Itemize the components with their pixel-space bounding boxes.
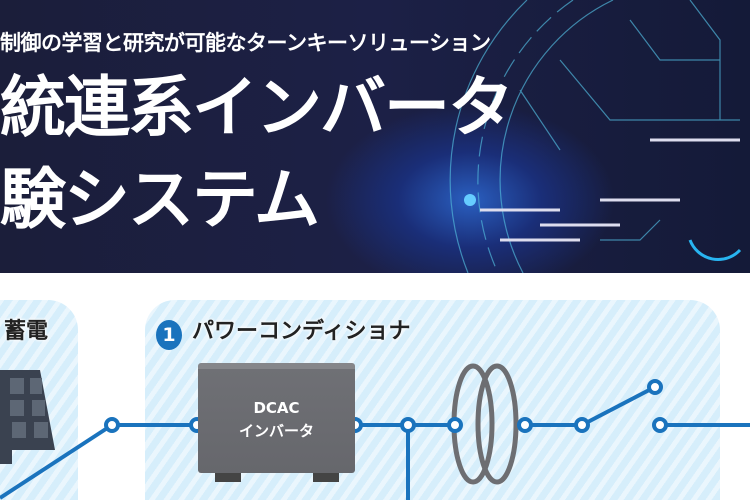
header-title-line2: 験システム — [0, 161, 320, 238]
power-conditioner-title: パワーコンディショナ — [192, 319, 411, 344]
header-subtitle: 制御の学習と研究が可能なターンキーソリューション — [0, 31, 491, 55]
inverter-label-line1: DCAC — [253, 399, 300, 417]
inverter-label-line2: インバータ — [238, 422, 314, 440]
inverter-foot — [215, 473, 241, 482]
storage-title: 蓄電 — [4, 319, 49, 344]
solar-panel-icon — [0, 370, 55, 464]
header-title-line1: 統連系インバータ — [0, 69, 514, 146]
circuit-decoration — [449, 0, 742, 273]
transformer-coil-icon — [451, 363, 519, 485]
step-number-badge: 1 — [156, 320, 182, 350]
dcac-inverter-device: DCAC インバータ — [198, 363, 355, 473]
inverter-foot — [313, 473, 339, 482]
terminal-nodes — [104, 379, 668, 433]
wires — [0, 385, 750, 500]
hero-banner: 制御の学習と研究が可能なターンキーソリューション 統連系インバータ 験システム — [0, 0, 750, 273]
